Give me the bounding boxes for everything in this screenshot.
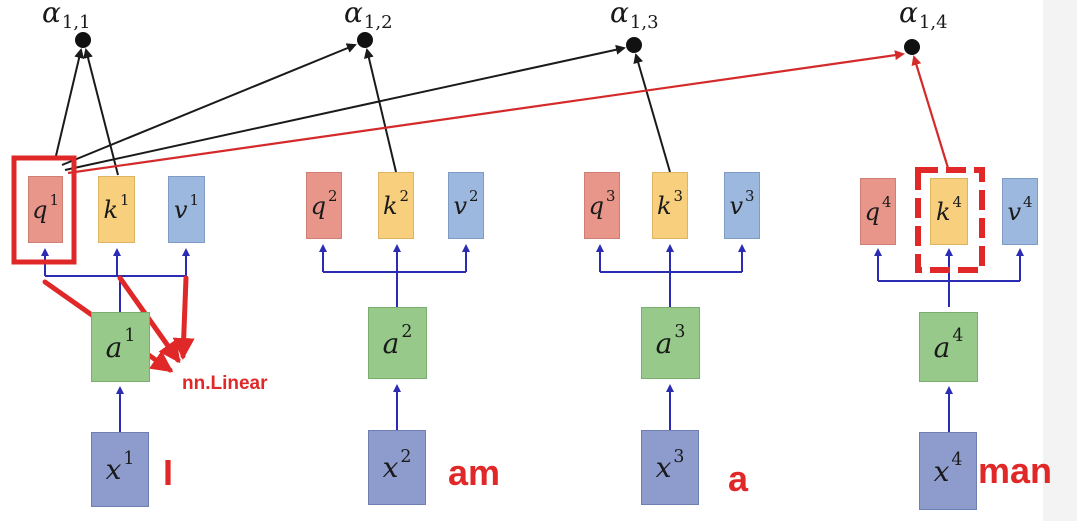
k3-to-alpha13-arrow <box>633 53 671 173</box>
token-word-3: a <box>728 458 749 499</box>
k4-highlight-box <box>915 167 985 273</box>
token-word-2: am <box>448 452 501 493</box>
score-node-4 <box>904 39 920 55</box>
k1-to-alpha11-arrow <box>83 48 119 176</box>
right-edge-strip <box>1043 0 1077 521</box>
k4-to-alpha14-arrow <box>911 55 950 169</box>
k2-to-alpha12-arrow <box>363 48 397 173</box>
nn-linear-annotation: nn.Linear <box>182 373 268 394</box>
q1-to-alpha14-arrow <box>67 50 905 175</box>
q1-to-alpha12-arrow <box>61 43 357 166</box>
alpha-1-3-label: α1,3 <box>610 0 659 33</box>
alpha-1-4-label: α1,4 <box>899 0 948 33</box>
token-word-4: man <box>978 450 1053 491</box>
projection-connectors <box>41 244 1024 432</box>
alpha-1-2-label: α1,2 <box>344 0 393 33</box>
q1-to-alpha11-arrow <box>54 48 85 161</box>
score-node-1 <box>75 32 91 48</box>
q1-highlight-box <box>11 155 77 265</box>
alpha-1-1-label: α1,1 <box>42 0 91 33</box>
score-node-3 <box>626 37 642 53</box>
token-word-1: I <box>163 452 174 493</box>
q1-to-alpha13-arrow <box>64 44 626 171</box>
score-node-2 <box>357 32 373 48</box>
